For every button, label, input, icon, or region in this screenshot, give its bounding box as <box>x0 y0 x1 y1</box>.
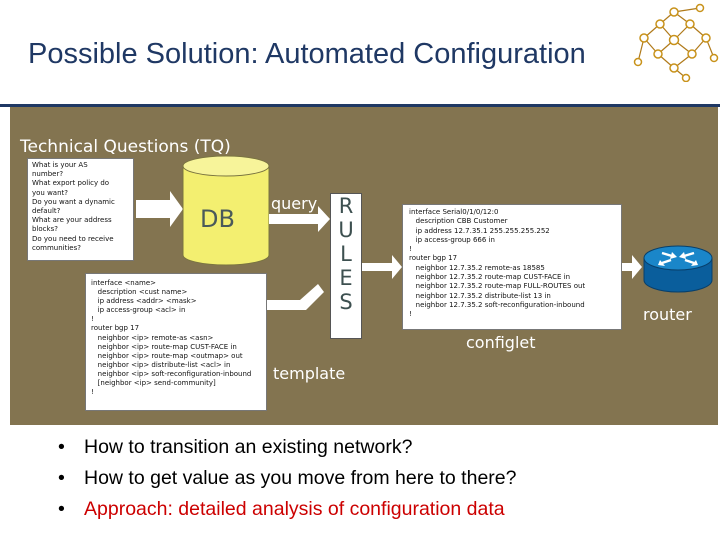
network-graph-icon <box>633 3 719 82</box>
configlet-box: interface Serial0/1/0/12:0 description C… <box>402 204 622 330</box>
template-line: description <cust name> <box>91 288 188 297</box>
template-line: ! <box>91 388 94 397</box>
configlet-line: neighbor 12.7.35.2 route-map CUST-FACE i… <box>409 273 571 282</box>
template-line: neighbor <ip> distribute-list <acl> in <box>91 360 231 369</box>
rules-letter: R <box>338 194 354 218</box>
bullet-dot: • <box>58 436 65 458</box>
template-line: neighbor <ip> remote-as <asn> <box>91 333 214 342</box>
bullet-list: •How to transition an existing network? … <box>58 432 718 525</box>
db-label: DB <box>200 205 235 233</box>
rules-letter: S <box>339 290 353 314</box>
configlet-line: neighbor 12.7.35.2 route-map FULL-ROUTES… <box>409 282 586 291</box>
query-label: query <box>271 194 318 213</box>
configlet-line: ! <box>409 245 412 254</box>
configlet-line: interface Serial0/1/0/12:0 <box>409 208 499 216</box>
template-line: ip access-group <acl> in <box>91 306 186 315</box>
tq-line: Do you need to receive <box>32 234 114 243</box>
tq-line: default? <box>32 207 61 216</box>
bullet-item: • How to transition an existing network? <box>58 432 718 463</box>
title-divider <box>0 104 720 107</box>
template-line: neighbor <ip> route-map <outmap> out <box>91 351 243 360</box>
bullet-item: • How to get value as you move from here … <box>58 463 718 494</box>
tq-line: communities? <box>32 243 81 252</box>
tq-line: What export policy do <box>32 179 110 188</box>
tq-line: you want? <box>32 188 68 197</box>
tq-line: What are your address <box>32 216 112 225</box>
template-line: interface <name> <box>91 279 157 287</box>
rules-box: R U L E S <box>330 193 362 339</box>
bullet-item: • Approach: detailed analysis of configur… <box>58 494 718 525</box>
tq-line: blocks? <box>32 225 58 234</box>
bullet-text: How to transition an existing network? <box>84 436 413 458</box>
configlet-line: router bgp 17 <box>409 254 458 263</box>
rules-letter: L <box>340 242 352 266</box>
technical-questions-box: What is your AS number? What export poli… <box>27 158 134 261</box>
configlet-line: ip address 12.7.35.1 255.255.255.252 <box>409 226 550 235</box>
rules-letter: E <box>339 266 353 290</box>
template-line: ! <box>91 315 94 324</box>
rules-letter: U <box>338 218 354 242</box>
bullet-text: How to get value as you move from here t… <box>84 467 517 489</box>
bullet-dot: • <box>58 467 65 489</box>
configlet-label: configlet <box>466 333 536 352</box>
slide-title: Possible Solution: Automated Configurati… <box>28 38 586 70</box>
bullet-dot: • <box>58 498 65 520</box>
configlet-line: neighbor 12.7.35.2 soft-reconfiguration-… <box>409 300 585 309</box>
tq-line: Do you want a dynamic <box>32 197 115 206</box>
bullet-text: Approach: detailed analysis of configura… <box>84 498 505 520</box>
router-label: router <box>643 305 692 324</box>
template-box: interface <name> description <cust name>… <box>85 273 267 411</box>
template-line: neighbor <ip> route-map CUST-FACE in <box>91 342 237 351</box>
configlet-line: ip access-group 666 in <box>409 235 495 244</box>
template-line: ip address <addr> <mask> <box>91 297 197 306</box>
template-label: template <box>273 364 346 383</box>
template-line: router bgp 17 <box>91 324 140 333</box>
configlet-line: ! <box>409 310 412 319</box>
router-icon <box>643 245 713 293</box>
panel-label: Technical Questions (TQ) <box>20 137 231 157</box>
tq-line: number? <box>32 170 64 179</box>
tq-line: What is your AS <box>32 161 88 169</box>
template-line: neighbor <ip> soft-reconfiguration-inbou… <box>91 369 252 378</box>
configlet-line: neighbor 12.7.35.2 remote-as 18585 <box>409 263 545 272</box>
configlet-line: description CBB Customer <box>409 217 508 226</box>
template-line: [neighbor <ip> send-community] <box>91 379 216 388</box>
configlet-line: neighbor 12.7.35.2 distribute-list 13 in <box>409 291 551 300</box>
